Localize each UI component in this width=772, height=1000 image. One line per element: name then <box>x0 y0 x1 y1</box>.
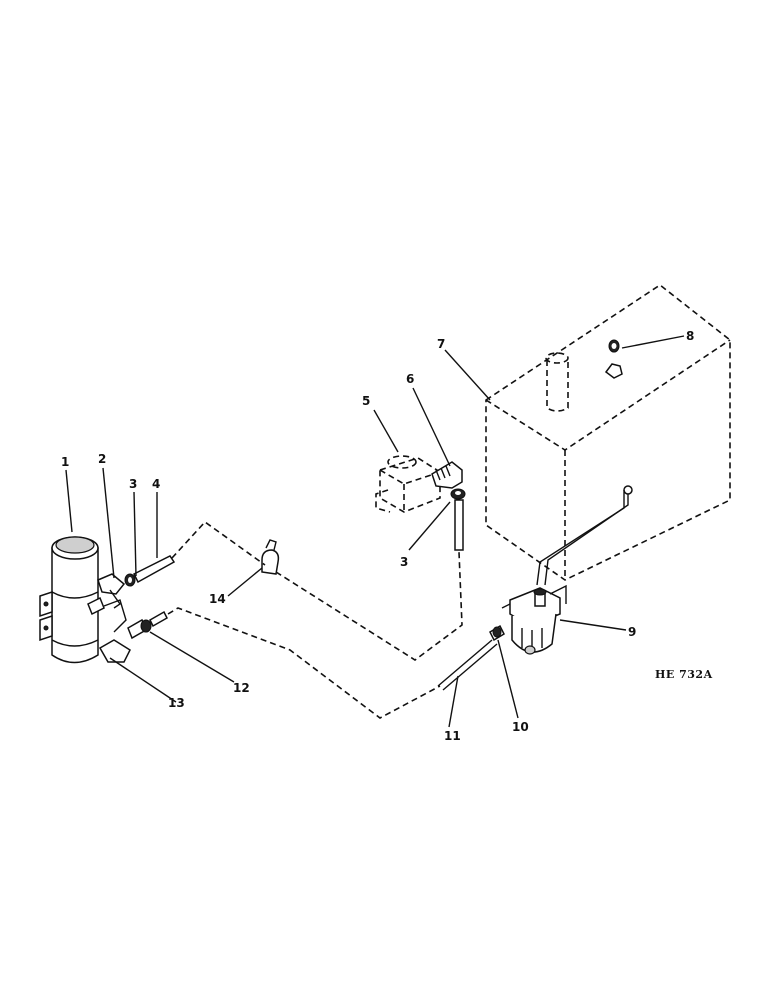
fuel-pump <box>375 455 441 513</box>
callout-10: 10 <box>512 720 529 734</box>
callout-3-left: 3 <box>129 477 137 491</box>
sediment-bowl <box>39 536 99 664</box>
pipe-clip <box>261 539 280 575</box>
callout-9: 9 <box>628 625 636 639</box>
drain-plug <box>608 339 620 353</box>
callout-6: 6 <box>406 372 414 386</box>
return-line-fittings <box>87 596 168 663</box>
callout-12: 12 <box>233 681 250 695</box>
callouts: 1 2 3 4 5 6 3 7 8 9 10 11 12 13 14 <box>61 329 694 743</box>
leader-lines <box>65 335 685 728</box>
callout-1: 1 <box>61 455 69 469</box>
callout-13: 13 <box>168 696 185 710</box>
fuel-filter <box>501 584 567 655</box>
connector-left <box>124 573 136 587</box>
filter-outlet-pipe <box>437 639 498 691</box>
callout-11: 11 <box>444 729 461 743</box>
filter-outlet-connector <box>489 624 505 642</box>
pipe-4 <box>132 555 176 584</box>
callout-4: 4 <box>152 477 160 491</box>
elbow-2 <box>97 573 126 609</box>
connector-center <box>450 488 466 551</box>
callout-5: 5 <box>362 394 370 408</box>
callout-8: 8 <box>686 329 694 343</box>
callout-7: 7 <box>437 337 445 351</box>
callout-14: 14 <box>209 592 226 606</box>
drawing-code: HE 732A <box>655 668 713 681</box>
fuel-lines <box>167 520 463 719</box>
elbow-fitting <box>431 461 463 489</box>
callout-2: 2 <box>98 452 106 466</box>
fuel-tank <box>485 284 731 586</box>
callout-3-center: 3 <box>400 555 408 569</box>
